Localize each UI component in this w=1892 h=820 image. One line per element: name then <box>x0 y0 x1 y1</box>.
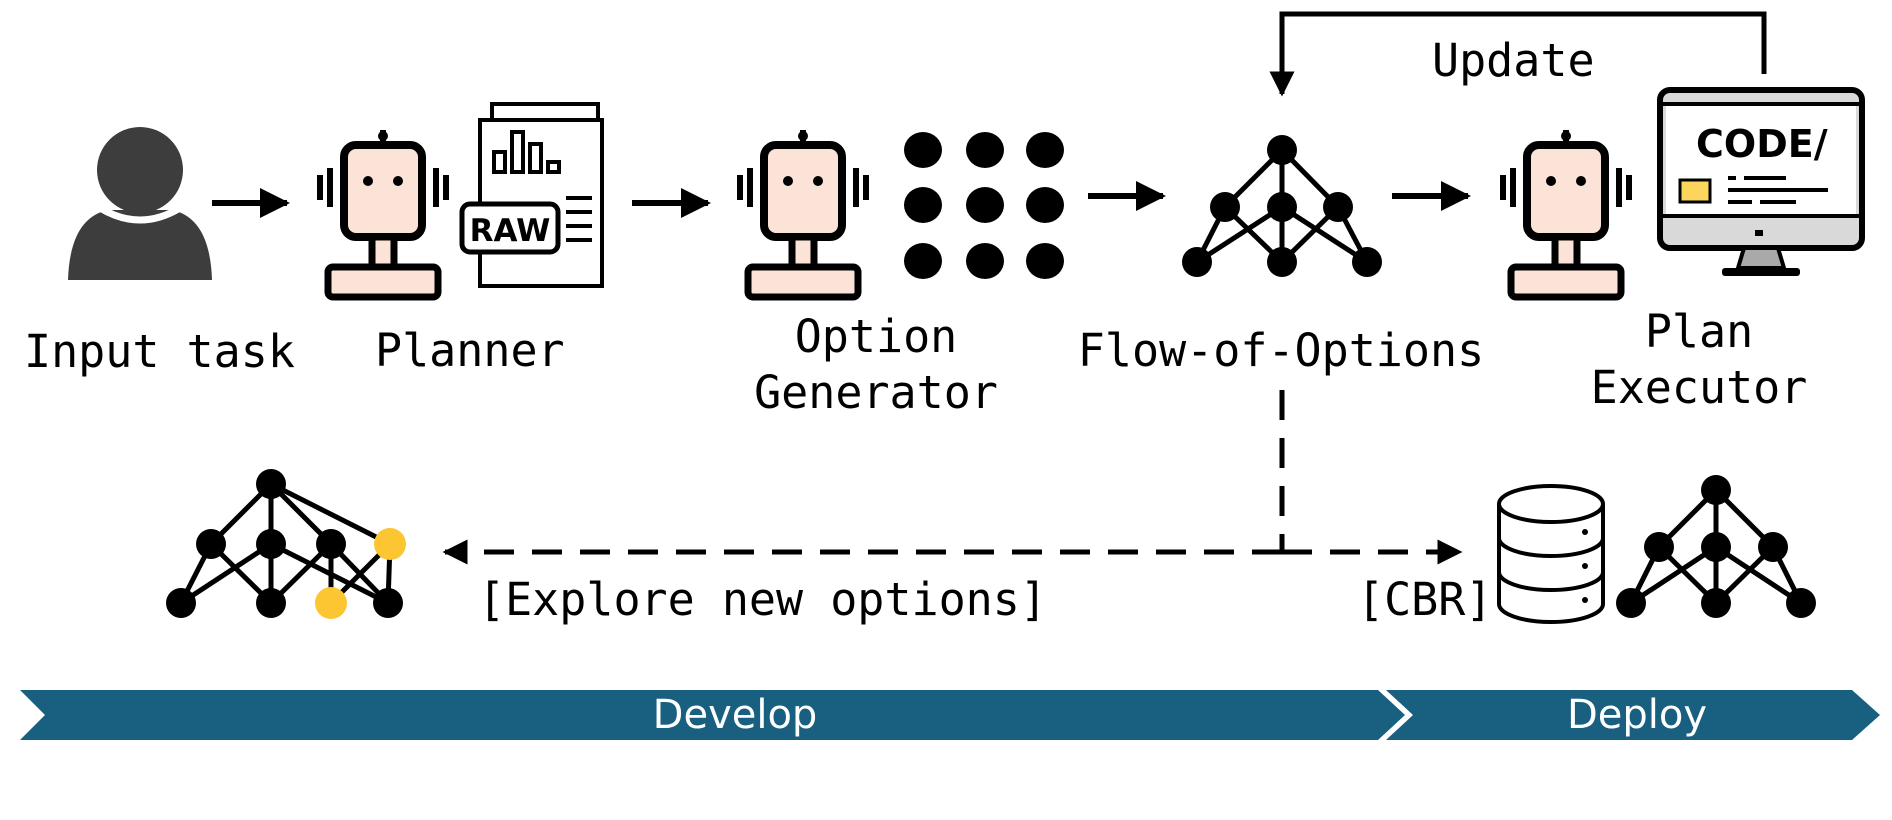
label-cbr: [CBR] <box>1357 573 1492 626</box>
plan-executor-robot-icon <box>1500 130 1632 301</box>
deploy-phase-banner <box>1386 690 1880 740</box>
deploy-label: Deploy <box>1567 692 1707 738</box>
label-update: Update <box>1432 34 1595 87</box>
code-monitor-icon: CODE/ <box>1657 87 1865 276</box>
label-plan-executor-line1: Plan <box>1645 305 1753 358</box>
label-explore-new-options: [Explore new options] <box>478 573 1047 626</box>
label-input-task: Input task <box>24 325 295 378</box>
planner-robot-icon <box>317 130 449 301</box>
update-feedback-arrow <box>1269 11 1767 97</box>
person-icon <box>68 127 212 280</box>
flow-of-options-graph-icon <box>1182 135 1382 277</box>
expanded-options-graph-icon <box>166 469 406 619</box>
label-option-generator-line1: Option <box>795 310 958 363</box>
database-icon <box>1497 484 1605 624</box>
develop-label: Develop <box>653 692 818 738</box>
stored-flow-graph-icon <box>1616 475 1816 618</box>
label-planner: Planner <box>375 324 565 377</box>
label-plan-executor-line2: Executor <box>1591 361 1808 414</box>
code-label: CODE/ <box>1696 122 1828 166</box>
option-generator-robot-icon <box>737 130 869 301</box>
raw-data-document-icon: RAW <box>459 102 604 288</box>
label-option-generator-line2: Generator <box>754 366 998 419</box>
options-dots-icon <box>904 132 1064 279</box>
raw-label: RAW <box>470 213 551 249</box>
develop-phase-banner <box>20 690 1405 740</box>
label-flow-of-options: Flow-of-Options <box>1078 324 1484 377</box>
